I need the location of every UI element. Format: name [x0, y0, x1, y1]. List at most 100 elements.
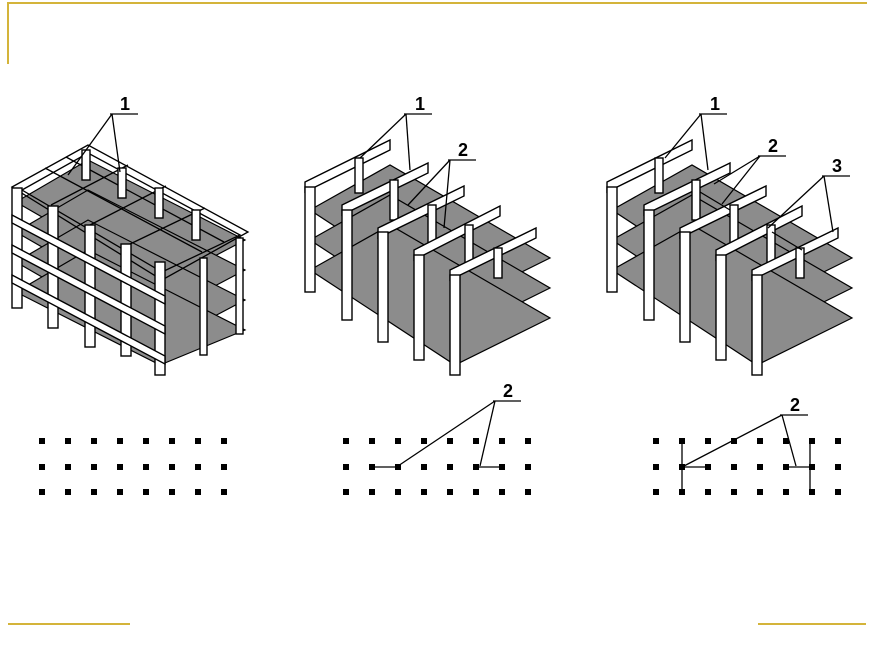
column-dot	[525, 464, 531, 470]
column-dot	[195, 438, 201, 444]
column-dot	[369, 464, 375, 470]
label-text: 2	[768, 136, 778, 156]
column-dot	[143, 464, 149, 470]
label-1-transverse: 1	[359, 94, 432, 171]
column-dot	[343, 438, 349, 444]
column-dot	[705, 489, 711, 495]
label-2-plan-ties: 2	[683, 395, 808, 467]
column-dot	[835, 489, 841, 495]
label-2-ties: 2	[713, 136, 786, 205]
column-dot	[757, 464, 763, 470]
label-text: 2	[790, 395, 800, 415]
column-dot	[809, 438, 815, 444]
column-dot	[65, 464, 71, 470]
column-dot	[65, 438, 71, 444]
column-dot	[731, 438, 737, 444]
column-dot	[39, 438, 45, 444]
column-dot	[91, 438, 97, 444]
column-dot	[39, 489, 45, 495]
column-dot	[421, 489, 427, 495]
column-dot	[679, 489, 685, 495]
column-dot	[395, 464, 401, 470]
column-dot	[525, 438, 531, 444]
label-text: 3	[832, 156, 842, 176]
column-dot	[117, 438, 123, 444]
slide-accent-lines	[7, 2, 867, 625]
column-dot	[653, 489, 659, 495]
roof-grid	[10, 144, 250, 281]
column-dot	[91, 464, 97, 470]
column-dot	[169, 464, 175, 470]
column-dot	[169, 438, 175, 444]
label-text: 1	[120, 94, 130, 114]
column-dot	[499, 438, 505, 444]
column-dot	[473, 464, 479, 470]
column-dot	[809, 464, 815, 470]
column-dot	[473, 438, 479, 444]
roof-columns	[81, 149, 201, 241]
label-1-ties: 1	[664, 94, 727, 171]
column-dot	[369, 489, 375, 495]
label-3-ties: 3	[767, 156, 850, 233]
column-dot	[835, 438, 841, 444]
column-dot	[369, 438, 375, 444]
label-2-plan-transverse: 2	[397, 381, 521, 467]
column-dot	[195, 489, 201, 495]
slab-3	[308, 224, 552, 366]
column-dot	[117, 489, 123, 495]
column-dot	[421, 464, 427, 470]
column-dot	[39, 464, 45, 470]
side-columns	[199, 237, 244, 356]
column-dot	[783, 464, 789, 470]
plan-view-frame	[39, 438, 227, 495]
column-dot	[705, 438, 711, 444]
column-dot	[809, 489, 815, 495]
column-dot	[447, 464, 453, 470]
column-dot	[783, 489, 789, 495]
column-dot	[91, 489, 97, 495]
column-dot	[395, 489, 401, 495]
column-dot	[757, 438, 763, 444]
label-2-transverse: 2	[407, 140, 476, 229]
column-dot	[731, 464, 737, 470]
column-dot	[653, 438, 659, 444]
column-dot	[221, 464, 227, 470]
column-dot	[653, 464, 659, 470]
column-dot	[499, 464, 505, 470]
column-dot	[473, 489, 479, 495]
column-dot	[343, 489, 349, 495]
plan-view-transverse: 2	[343, 381, 531, 495]
column-dot	[705, 464, 711, 470]
structure-frames-with-ties: 1 2 3	[606, 94, 854, 376]
column-dot	[169, 489, 175, 495]
column-dot	[835, 464, 841, 470]
front-beams	[11, 213, 166, 366]
label-text: 1	[710, 94, 720, 114]
portal-frames	[606, 138, 839, 376]
column-dot	[679, 438, 685, 444]
column-dot	[447, 489, 453, 495]
label-text: 2	[458, 140, 468, 160]
column-dot	[679, 464, 685, 470]
column-dot	[525, 489, 531, 495]
slab-3	[610, 224, 854, 366]
label-text: 1	[415, 94, 425, 114]
column-dot	[195, 464, 201, 470]
ties	[699, 191, 803, 251]
column-dot	[499, 489, 505, 495]
label-text: 2	[503, 381, 513, 401]
column-dot	[117, 464, 123, 470]
column-dot	[447, 438, 453, 444]
column-dot	[421, 438, 427, 444]
column-dot	[221, 438, 227, 444]
structure-transverse-frames: 1 2	[304, 94, 552, 376]
column-dot	[783, 438, 789, 444]
column-dot	[731, 489, 737, 495]
label-1-frame: 1	[67, 94, 138, 176]
column-dot	[221, 489, 227, 495]
column-dot	[757, 489, 763, 495]
plan-view-ties: 2	[653, 395, 841, 495]
column-dot	[65, 489, 71, 495]
portal-frames	[304, 138, 537, 376]
